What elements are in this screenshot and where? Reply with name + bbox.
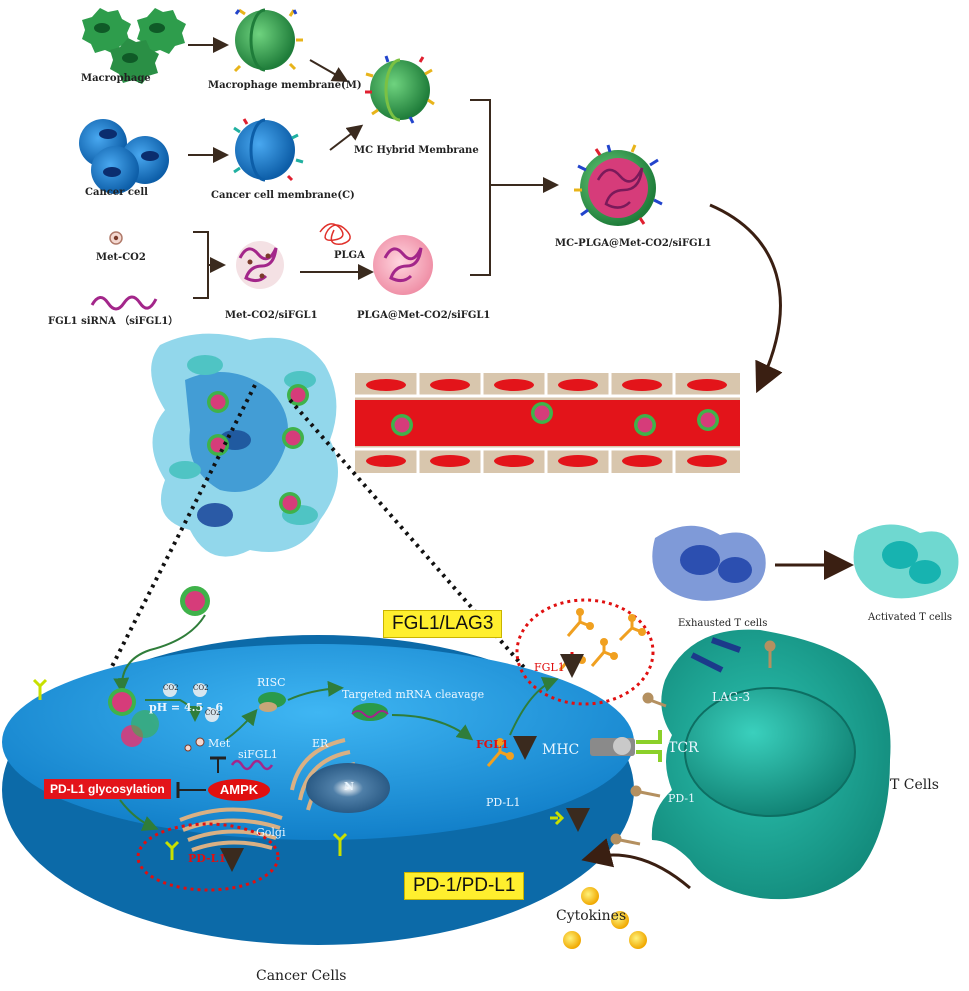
label-co2-2: CO2: [193, 684, 209, 692]
cancer-cell-cluster: [79, 119, 169, 194]
label-cancer-cells: Cancer Cells: [256, 968, 347, 984]
nucleus: [306, 763, 390, 813]
pdl1-glycosylation-box: PD-L1 glycosylation: [44, 779, 171, 799]
cleavage-complex: [351, 703, 389, 721]
exhausted-t-cells: [652, 525, 766, 601]
endocytosed-nanoparticles: [108, 688, 159, 747]
label-pdl1-membrane: PD-L1: [486, 796, 521, 809]
label-fgl1-membrane: FGL1: [476, 738, 509, 751]
pd1-pdl1-box: PD-1/PD-L1: [404, 872, 525, 900]
pdl1-receptors: [32, 678, 565, 860]
label-cancer-cell: Cancer cell: [85, 187, 148, 198]
pd1-receptors: [610, 640, 776, 846]
macrophage-cells: [82, 8, 186, 84]
zoom-line-left: [98, 384, 257, 691]
label-ph: pH = 4.5 - 6: [149, 701, 223, 714]
plga-nanoparticle: [373, 235, 433, 295]
label-exhausted-t-cells: Exhausted T cells: [678, 618, 768, 629]
activated-t-cells: [853, 524, 959, 599]
label-t-cells: T Cells: [890, 777, 939, 793]
cytokine-arrow: [581, 838, 691, 890]
mc-hybrid-sphere: [365, 55, 435, 124]
co2-bubbles: [163, 683, 219, 722]
sirna-strand: [90, 295, 158, 311]
label-cytokines: Cytokines: [556, 908, 627, 924]
label-plga: PLGA: [334, 250, 365, 261]
label-risc: RISC: [257, 676, 286, 689]
label-tcr: TCR: [668, 740, 699, 756]
mc-plga-nanoparticle: [574, 144, 663, 226]
label-targeted-cleavage: Targeted mRNA cleavage: [342, 688, 485, 701]
label-plga-met-co2-sifgl1: PLGA@Met-CO2/siFGL1: [357, 310, 491, 321]
label-fgl1-circle: FGL1: [534, 661, 565, 674]
incoming-nanoparticle: [180, 586, 210, 616]
met-molecules: [184, 737, 205, 752]
label-mc-plga: MC-PLGA@Met-CO2/siFGL1: [555, 238, 712, 249]
label-co2-3: CO2: [205, 709, 221, 717]
label-golgi: Golgi: [256, 826, 286, 839]
ampk-inhibition-arrow: [176, 756, 226, 798]
zoom-line-right: [288, 398, 572, 722]
macrophage-membrane-sphere: [233, 8, 303, 73]
golgi-apparatus: [179, 807, 283, 852]
label-co2-1: CO2: [163, 684, 179, 692]
label-lag3: LAG-3: [712, 690, 751, 704]
label-macrophage-membrane: Macrophage membrane(M): [208, 80, 362, 91]
label-pd1: PD-1: [668, 792, 696, 805]
label-met: Met: [208, 737, 231, 750]
label-mhc: MHC: [542, 742, 580, 758]
label-macrophage: Macrophage: [81, 73, 151, 84]
label-cancer-cell-membrane: Cancer cell membrane(C): [211, 190, 355, 201]
met-co2-sifgl1-complex: [236, 241, 284, 289]
blood-vessel: [355, 373, 740, 473]
cancer-membrane-sphere: [233, 118, 304, 182]
label-mc-hybrid-membrane: MC Hybrid Membrane: [354, 145, 479, 156]
tumor-tissue: [151, 333, 338, 557]
lag3-receptor: [690, 637, 742, 673]
plga-tangle: [319, 223, 351, 245]
fgl1-lag3-box: FGL1/LAG3: [383, 610, 503, 638]
label-pdl1-golgi: PD-L1: [188, 852, 226, 865]
label-met-co2: Met-CO2: [96, 252, 146, 263]
ampk-oval: AMPK: [208, 779, 270, 801]
cytokine-particles: [563, 887, 647, 949]
risc-complex: [258, 692, 286, 712]
met-co2-particle: [109, 231, 123, 245]
label-met-co2-sifgl1: Met-CO2/siFGL1: [225, 310, 318, 321]
label-sifgl1: siFGL1: [238, 748, 278, 761]
label-er: ER: [312, 737, 329, 750]
label-nucleus: N: [344, 780, 355, 793]
label-fgl1-sirna: FGL1 siRNA （siFGL1）: [48, 316, 179, 327]
mhc-tcr-complex: [590, 730, 662, 762]
sifgl1-strand: [230, 759, 274, 771]
label-activated-t-cells: Activated T cells: [868, 612, 953, 623]
t-cell: [651, 629, 891, 900]
